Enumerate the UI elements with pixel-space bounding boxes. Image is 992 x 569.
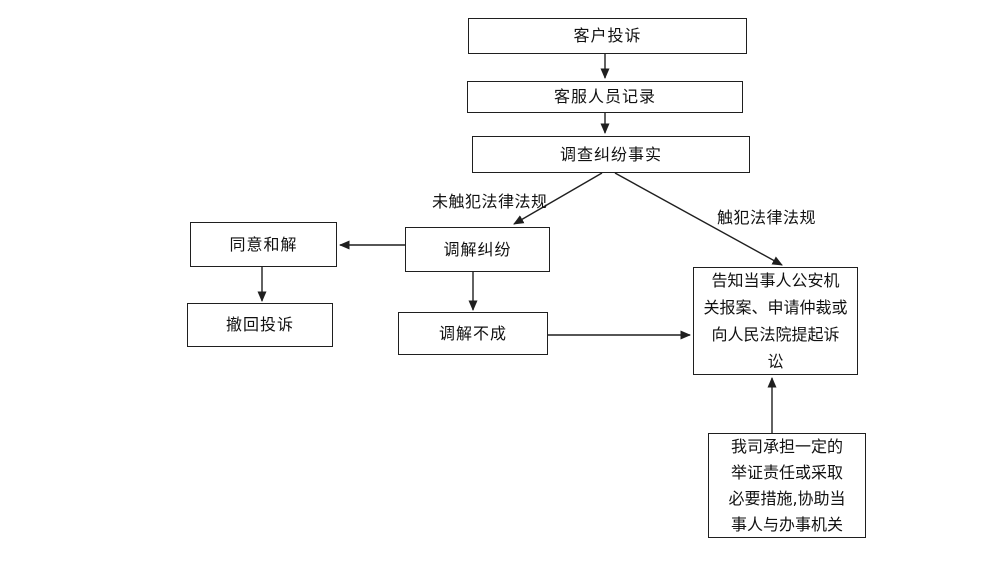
connector-investigate-to-mediate xyxy=(513,172,603,225)
node-legal-action: 告知当事人公安机 关报案、申请仲裁或 向人民法院提起诉 讼 xyxy=(693,267,858,375)
connector-investigate-to-legal-action xyxy=(614,172,783,266)
edge-label-no-violation: 未触犯法律法规 xyxy=(432,192,548,211)
node-customer-complaint: 客户投诉 xyxy=(468,18,747,54)
node-mediation-failed: 调解不成 xyxy=(398,312,548,355)
edge-label-violation: 触犯法律法规 xyxy=(717,208,817,227)
node-company-support: 我司承担一定的 举证责任或采取 必要措施,协助当 事人与办事机关 xyxy=(708,433,866,538)
node-agree-settlement: 同意和解 xyxy=(190,222,337,267)
node-withdraw-complaint: 撤回投诉 xyxy=(187,303,333,347)
node-service-record: 客服人员记录 xyxy=(467,81,743,113)
node-mediate-dispute: 调解纠纷 xyxy=(405,227,550,272)
node-investigate-facts: 调查纠纷事实 xyxy=(472,136,750,173)
